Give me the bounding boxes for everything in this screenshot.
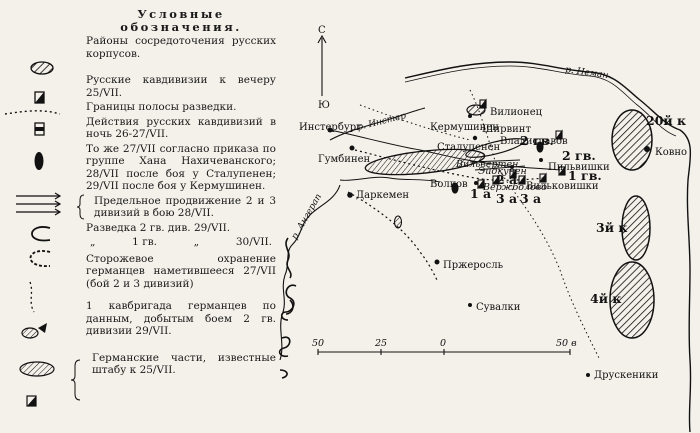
legend-symbol-cav-evening	[34, 91, 45, 104]
legend-recon-1gv-unit: 1 гв.	[132, 236, 157, 248]
label-suvalki: Сувалки	[476, 302, 521, 313]
label-unit-3a: 3 а	[496, 191, 517, 206]
label-volkov: Волков	[430, 179, 468, 190]
compass	[317, 34, 327, 96]
label-kovno: Ковно	[655, 147, 687, 158]
legend-item-cav-27: То же 27/VII согласно приказа по группе …	[86, 142, 276, 193]
legend-item-german-outpost: Сторожевое охранение германцев наметивше…	[86, 252, 276, 290]
legend-item-german-known: Германские части, известные штабу к 25/V…	[92, 351, 276, 377]
legend-item-recon-2gv: Разведка 2 гв. див. 29/VII.	[86, 221, 231, 234]
compass-north: С	[318, 25, 326, 36]
legend-recon-1gv-date: 30/VII.	[235, 236, 272, 248]
legend-brace-german	[70, 359, 81, 401]
scale-tick-25: 25	[374, 338, 387, 349]
legend-title: Условные обозначения.	[120, 7, 242, 34]
pissa-river	[339, 176, 441, 183]
legend-symbol-advance	[16, 192, 62, 216]
recon-band-2	[347, 191, 439, 283]
corps-20-area	[611, 109, 653, 171]
label-shirvint: Ширвинт	[482, 124, 531, 135]
scale-tick-50: 50	[312, 338, 324, 349]
neman-river	[404, 61, 692, 433]
border-line	[469, 89, 601, 361]
label-corps-3: 3й к	[596, 220, 627, 235]
label-insterburg: Инстербург	[299, 122, 361, 133]
legend-item-recon-1gv: „ 1 гв. „ 30/VII.	[86, 236, 276, 249]
label-vilvergen: Вильвертен	[455, 159, 518, 170]
label-corps-20: 20й к	[646, 113, 686, 128]
label-unit-3a-2: 3 а	[520, 191, 541, 206]
scale-tick-0: 0	[440, 338, 446, 349]
neman-river-bank	[404, 65, 677, 137]
label-eidkunen: Эйдкунен	[478, 166, 527, 177]
label-vilkovishki: Вильковишки	[526, 181, 599, 192]
compass-south: Ю	[318, 100, 330, 111]
legend-symbols	[4, 61, 85, 407]
legend-symbol-concentration	[30, 61, 54, 75]
legend-symbol-recon-bounds	[4, 110, 61, 115]
town-dots	[327, 114, 650, 377]
label-unit-2a: 2 а	[496, 172, 517, 187]
legend: Условные обозначения. Районы сосредоточе…	[86, 8, 276, 379]
legend-symbol-recon-2gv	[31, 226, 51, 242]
german-unit-stalupenen	[465, 138, 525, 158]
label-gumbinen: Гумбинен	[318, 154, 371, 165]
legend-item-german-cav: 1 кавбригада германцев по данным, добыты…	[86, 300, 276, 337]
legend-item-concentration: Районы сосредоточения русских корпусов.	[86, 35, 276, 60]
label-kermushinen: Кермушинен	[430, 122, 499, 133]
label-unit-1gv: 1 гв.	[568, 168, 602, 183]
legend-symbol-german-outpost	[29, 281, 35, 313]
scale-tick-50v: 50 в	[556, 338, 577, 349]
label-pilvishki: Пильвишки	[548, 162, 610, 173]
german-unit-darkemen	[393, 215, 403, 229]
legend-symbol-german-known	[19, 361, 55, 377]
legend-symbol-cav-night	[34, 122, 45, 136]
label-darkemen: Даркемен	[356, 190, 409, 201]
label-pzherosl: Пржеросль	[443, 260, 504, 271]
legend-symbol-german-cav	[21, 323, 47, 339]
label-vilionets: Вилионец	[490, 107, 543, 118]
label-angerap: р. Ангерап	[290, 192, 324, 241]
corps-4-area	[609, 261, 655, 339]
label-unit-2gv: 2 гв.	[520, 133, 554, 148]
legend-symbol-german-known-unit	[26, 395, 37, 407]
label-neman: р. Неман	[565, 65, 609, 81]
inster-river	[329, 107, 426, 141]
legend-recon-1gv-ditto-b: „	[193, 236, 200, 248]
legend-item-cav-night: Действия русских кавдивизий в ночь 26-27…	[86, 115, 276, 141]
legend-brace-advance	[76, 194, 85, 220]
label-corps-4: 4й к	[590, 291, 621, 306]
corps-3-area	[621, 195, 651, 261]
advance-arrows	[469, 159, 526, 171]
label-inster: р. Инстер	[356, 111, 407, 133]
legend-item-cav-evening: Русские кавдивизии к вечеру 25/VII.	[86, 74, 276, 99]
legend-recon-1gv-ditto-a: „	[90, 236, 96, 248]
label-unit-2gv-b: 2 гв.	[562, 148, 596, 163]
legend-item-advance: Предельное продвижение 2 и 3 дивизий в б…	[94, 194, 276, 220]
legend-symbol-recon-1gv	[29, 250, 51, 267]
scale-bar	[317, 349, 571, 355]
masurian-lakes	[278, 237, 297, 379]
label-unit-1a: 1 а	[470, 186, 491, 201]
cav-markers	[451, 98, 566, 194]
legend-symbol-cav-27	[34, 152, 44, 170]
label-druskeniki: Друскеники	[594, 370, 659, 381]
label-stalupenen: Сталупенен	[437, 142, 501, 153]
label-vezhbolovo: Вержболово	[482, 182, 547, 193]
legend-item-recon-bounds: Границы полосы разведки.	[86, 101, 237, 113]
label-vladislavov: Владиславов	[500, 136, 568, 147]
